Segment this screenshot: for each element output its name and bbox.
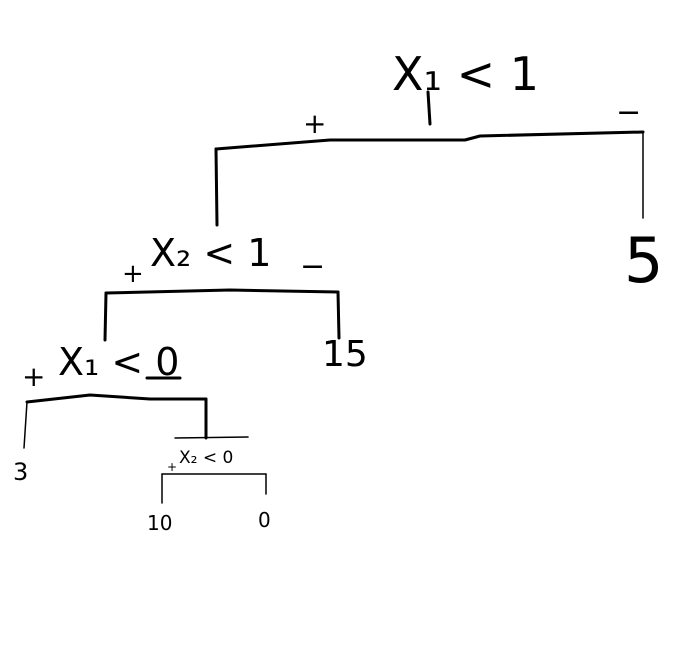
root-yes-edge	[214, 147, 219, 227]
root-split-label: X₁ < 1	[392, 47, 539, 101]
node4-split-label: X₂ < 0	[179, 448, 233, 468]
node3-yes-edge	[23, 401, 28, 449]
root-yes-sign: +	[303, 107, 326, 140]
node3-yes-leaf: 3	[13, 458, 28, 486]
node4-yes-sign: +	[167, 460, 177, 474]
root-branch-line	[214, 130, 645, 151]
node2-no-edge	[336, 290, 341, 340]
node2-no-leaf: 15	[322, 334, 368, 375]
node2-yes-sign: +	[122, 259, 144, 289]
node4-label-overline	[174, 436, 249, 439]
node3-branch-line	[25, 393, 208, 404]
node2-yes-edge	[103, 291, 108, 342]
node3-yes-sign: +	[22, 360, 45, 393]
root-no-leaf: 5	[624, 224, 663, 297]
node2-split-label: X₂ < 1	[150, 231, 271, 275]
node4-yes-leaf: 10	[147, 511, 172, 535]
node2-no-sign: −	[300, 249, 325, 284]
node2-branch-line	[104, 288, 340, 295]
node4-no-leaf: 0	[258, 508, 271, 532]
root-no-sign: −	[616, 95, 641, 130]
root-stem	[426, 90, 432, 126]
